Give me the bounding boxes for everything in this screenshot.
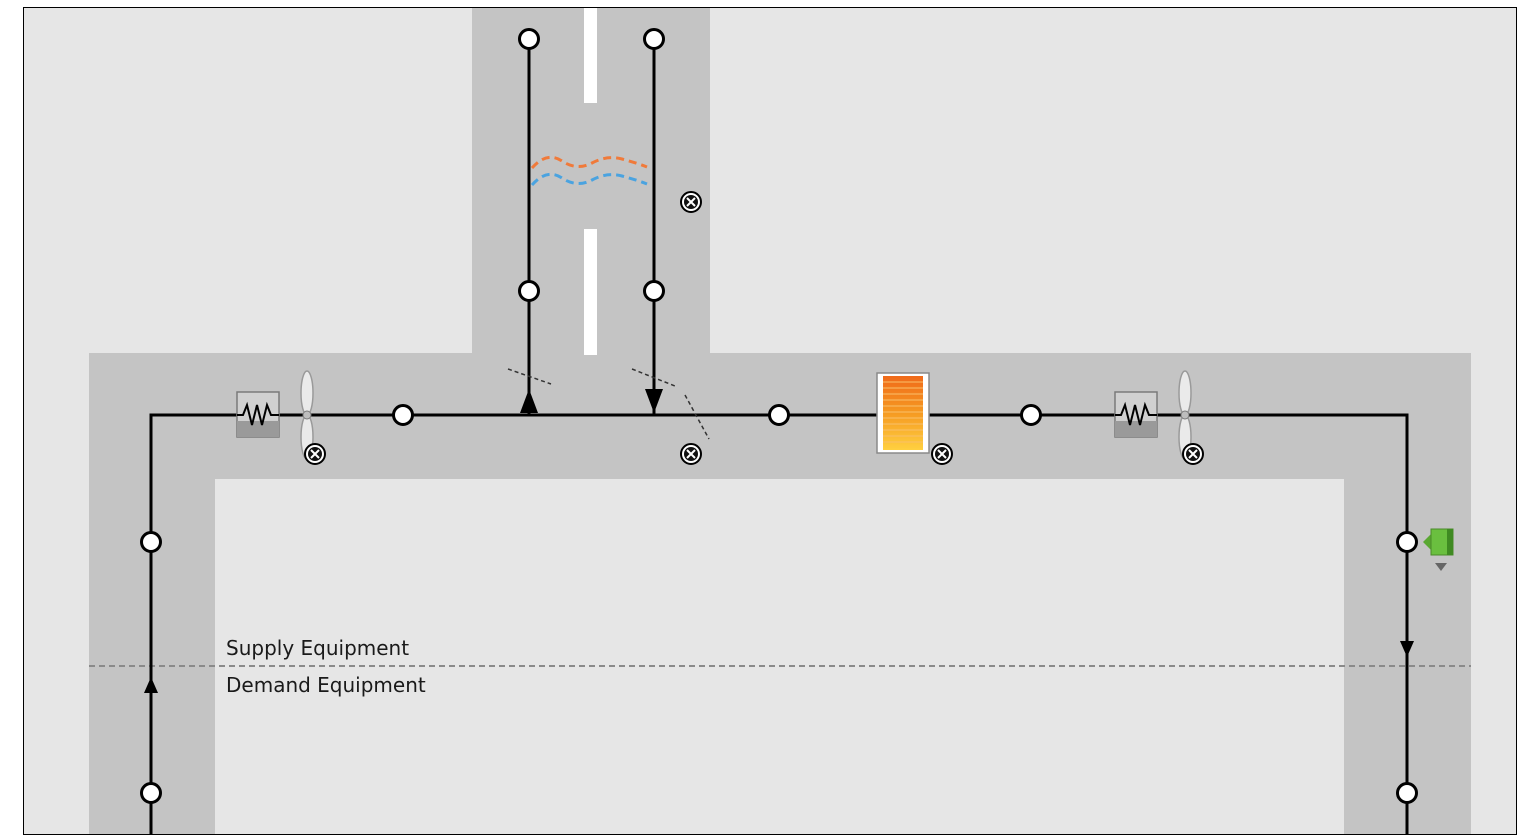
oa-divider-top bbox=[584, 8, 597, 103]
node[interactable] bbox=[1020, 404, 1042, 426]
flow-arrow-down bbox=[645, 389, 663, 413]
node[interactable] bbox=[643, 280, 665, 302]
loop-diagram bbox=[89, 8, 1471, 834]
node[interactable] bbox=[140, 531, 162, 553]
remove-icon[interactable] bbox=[931, 443, 953, 465]
loop-diagram-canvas[interactable]: Supply Equipment Demand Equipment bbox=[23, 7, 1517, 835]
heat-exchanger-icon[interactable] bbox=[530, 155, 648, 187]
node[interactable] bbox=[1396, 782, 1418, 804]
heating-coil-icon[interactable] bbox=[876, 372, 930, 454]
node[interactable] bbox=[518, 28, 540, 50]
node[interactable] bbox=[643, 28, 665, 50]
return-flow-arrow bbox=[144, 677, 158, 693]
setpoint-manager-icon[interactable] bbox=[1423, 528, 1454, 571]
nodes bbox=[140, 28, 1418, 804]
supply-flow-arrow bbox=[1400, 641, 1414, 657]
supply-equipment-label: Supply Equipment bbox=[226, 636, 410, 660]
remove-icon[interactable] bbox=[680, 191, 702, 213]
node[interactable] bbox=[392, 404, 414, 426]
remove-icon[interactable] bbox=[1182, 443, 1204, 465]
flow-arrows bbox=[144, 389, 1414, 693]
remove-icon[interactable] bbox=[304, 443, 326, 465]
node[interactable] bbox=[518, 280, 540, 302]
node[interactable] bbox=[140, 782, 162, 804]
outdoor-air-damper-icon[interactable] bbox=[507, 368, 710, 440]
node[interactable] bbox=[1396, 531, 1418, 553]
remove-badges bbox=[304, 191, 1204, 465]
flow-arrow-up bbox=[520, 389, 538, 413]
remove-icon[interactable] bbox=[680, 443, 702, 465]
node[interactable] bbox=[768, 404, 790, 426]
electric-heater-icon[interactable] bbox=[236, 391, 280, 438]
electric-heater-icon[interactable] bbox=[1114, 391, 1158, 438]
demand-equipment-label: Demand Equipment bbox=[226, 673, 426, 697]
oa-divider-bottom bbox=[584, 229, 597, 355]
